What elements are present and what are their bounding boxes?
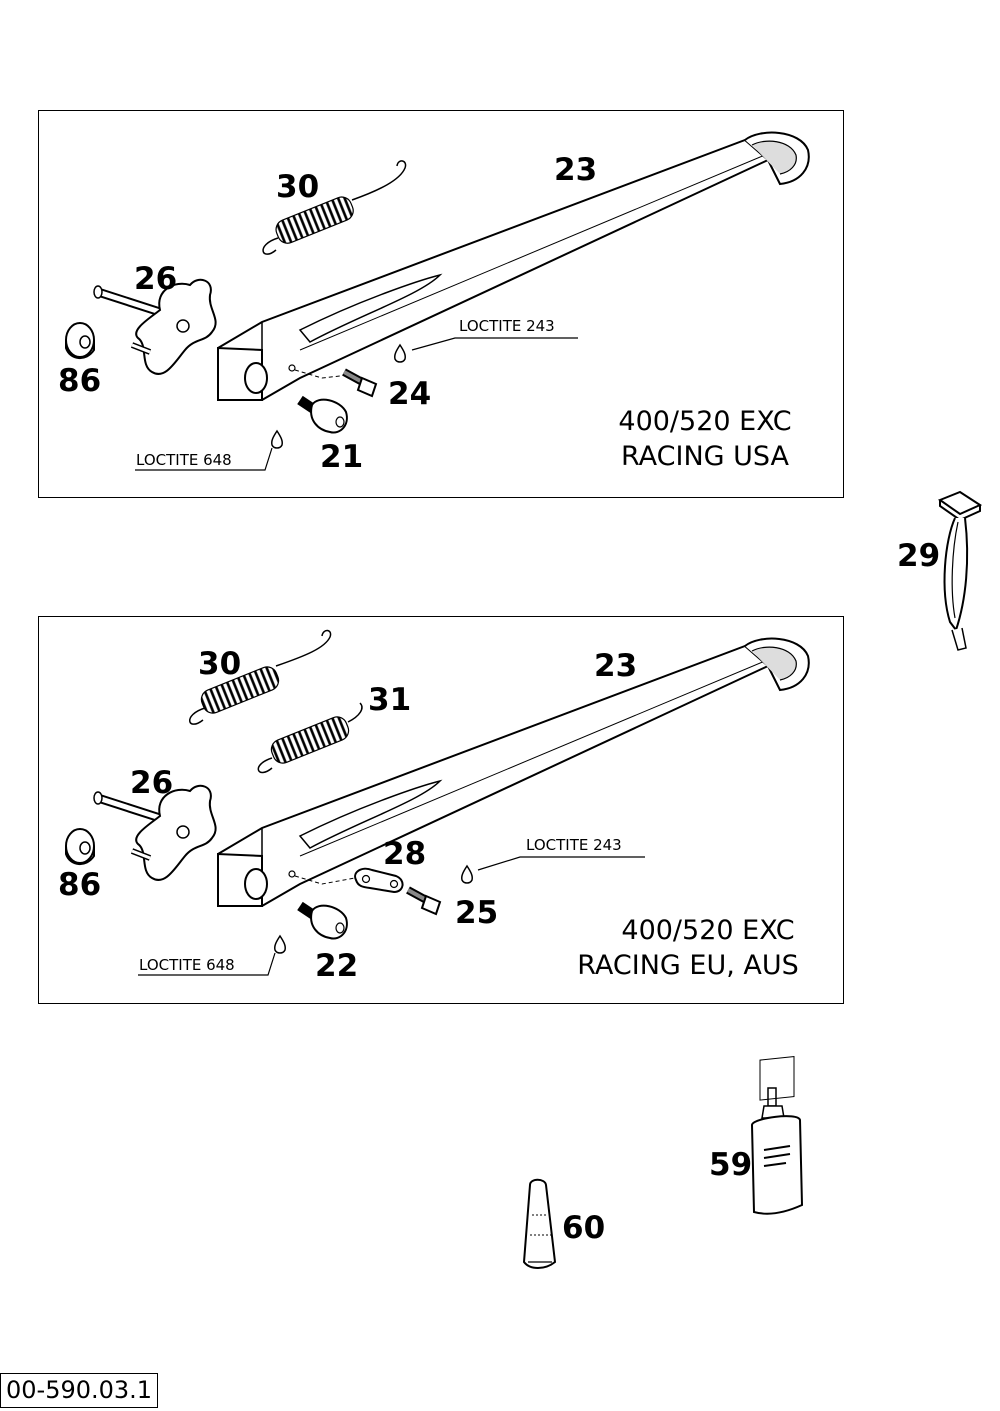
part-number-28: 28: [383, 836, 427, 872]
model-caption-usa: 400/520 EXC RACING USA: [618, 406, 792, 473]
part-number-23: 23: [594, 648, 638, 684]
pin-part-21-usa: [300, 400, 347, 433]
spring-part-30-usa: [262, 160, 407, 255]
diagram-panel-usa: [38, 110, 844, 498]
glue-bottle-part-59: [750, 1055, 804, 1215]
loctite-243-label: LOCTITE 243: [459, 317, 555, 335]
document-reference-number: 00-590.03.1: [0, 1373, 159, 1408]
part-number-26: 26: [130, 765, 174, 801]
spring-part-30-eu: [189, 629, 332, 725]
part-number-25: 25: [455, 895, 499, 931]
diagram-panel-eu-aus: [38, 616, 844, 1004]
loctite-drop-icon: [460, 865, 474, 884]
part-number-22: 22: [315, 948, 359, 984]
spring-part-31-eu: [257, 702, 363, 774]
model-caption-eu-aus: 400/520 EXC RACING EU, AUS: [577, 915, 799, 982]
part-number-60: 60: [562, 1210, 606, 1246]
part-number-30: 30: [198, 646, 242, 682]
part-number-21: 21: [320, 439, 364, 475]
part-number-30: 30: [276, 169, 320, 205]
part-number-26: 26: [134, 261, 178, 297]
loctite-648-label: LOCTITE 648: [136, 451, 232, 469]
pin-part-22-eu: [300, 906, 347, 939]
tool-part-29: [937, 490, 983, 651]
screw-part-25-eu: [406, 886, 442, 916]
glue-tube-part-60: [522, 1178, 557, 1269]
part-number-23: 23: [554, 152, 598, 188]
loctite-drop-icon: [270, 430, 284, 449]
part-number-59: 59: [709, 1147, 753, 1183]
part-number-86: 86: [58, 363, 102, 399]
part-number-24: 24: [388, 376, 432, 412]
part-number-31: 31: [368, 682, 412, 718]
plate-part-28-eu: [354, 867, 404, 894]
part-number-86: 86: [58, 867, 102, 903]
loctite-drop-icon: [273, 935, 287, 954]
nut-part-86-eu: [65, 828, 95, 866]
loctite-drop-icon: [393, 344, 407, 363]
loctite-243-label: LOCTITE 243: [526, 836, 622, 854]
loctite-648-label: LOCTITE 648: [139, 956, 235, 974]
screw-part-24-usa: [344, 372, 376, 396]
part-number-29: 29: [897, 538, 941, 574]
nut-part-86-usa: [65, 322, 95, 360]
sidestand-part-23-eu: [217, 637, 810, 907]
